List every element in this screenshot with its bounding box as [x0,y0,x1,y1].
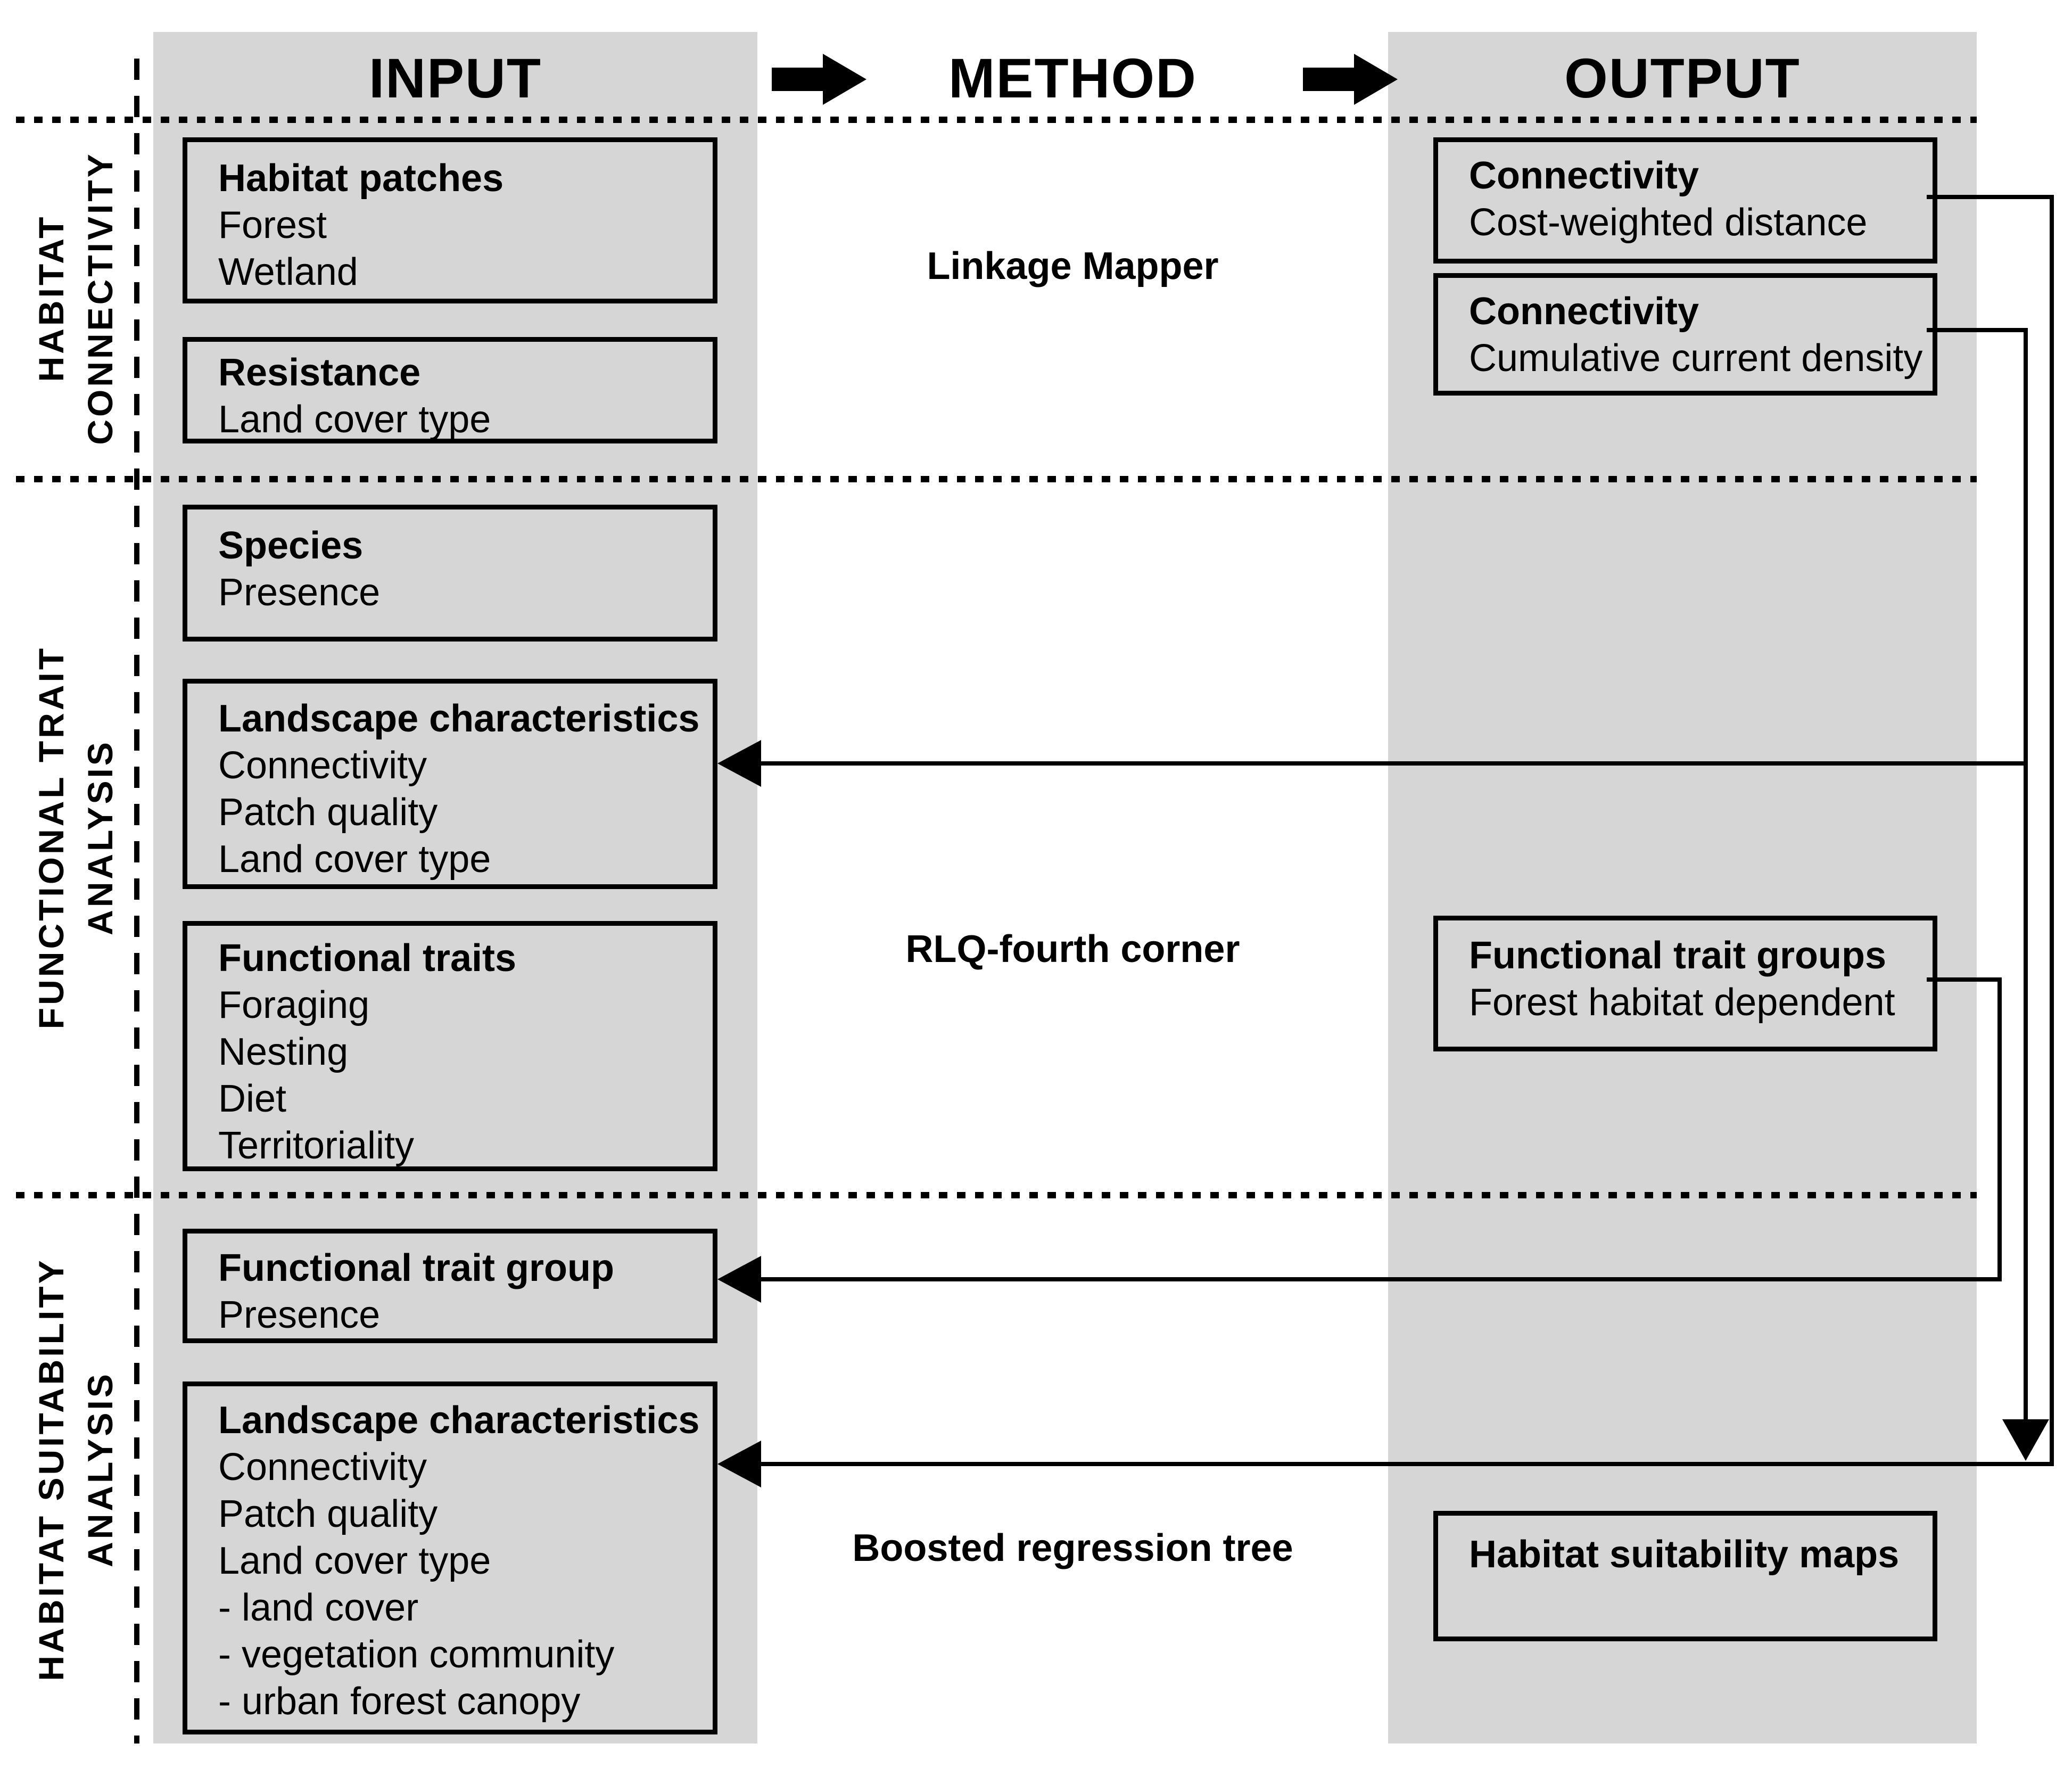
box-line: Wetland [218,251,358,293]
box-line: Cumulative current density [1469,337,1923,380]
box-line: Connectivity [218,744,427,787]
arrow-left-icon [717,1256,761,1303]
box-habitat-patches: Habitat patches Forest Wetland [183,137,717,303]
column-header-output: OUTPUT [1564,47,1801,110]
box-species: Species Presence [183,505,717,642]
section-label-line: ANALYSIS [80,739,120,935]
box-line: Land cover type [218,1540,491,1582]
box-line: Nesting [218,1031,349,1073]
box-title: Functional trait groups [1469,934,1886,977]
box-title: Species [218,524,364,567]
box-title: Functional trait group [218,1247,614,1289]
box-line: Patch quality [218,791,438,834]
box-line: Presence [218,571,381,614]
arrow-left-icon [717,1441,761,1487]
connector-to-landscape-fta [745,761,2028,766]
box-habitat-suitability-maps: Habitat suitability maps [1433,1511,1937,1641]
box-title: Functional traits [218,937,517,980]
box-line: Land cover type [218,398,491,441]
method-boosted-regression-tree: Boosted regression tree [852,1527,1293,1569]
box-title: Resistance [218,351,421,394]
box-functional-traits: Functional traits Foraging Nesting Diet … [183,921,717,1171]
output-column-band [1388,32,1977,1744]
box-line: Presence [218,1294,381,1336]
connector-ftg-exit [1927,977,2002,982]
column-header-input: INPUT [369,47,542,110]
box-line: Cost-weighted distance [1469,201,1868,244]
box-line: - vegetation community [218,1633,615,1676]
box-landscape-characteristics-hsa: Landscape characteristics Connectivity P… [183,1381,717,1734]
arrow-head [823,54,866,105]
section-divider-bottom [16,1192,1977,1198]
box-line: Forest habitat dependent [1469,981,1895,1024]
connector-ftg-vertical [1997,977,2002,1281]
box-line: Connectivity [218,1446,427,1489]
box-title: Habitat suitability maps [1469,1533,1900,1576]
box-connectivity-cumulative-current: Connectivity Cumulative current density [1433,273,1937,396]
arrow-head [1354,54,1398,105]
box-landscape-characteristics-fta: Landscape characteristics Connectivity P… [183,679,717,889]
column-header-method: METHOD [948,47,1197,110]
connector-to-ft-group [745,1277,2002,1281]
box-functional-trait-group-presence: Functional trait group Presence [183,1229,717,1343]
box-line: Forest [218,204,327,246]
connector-to-landscape-hsa [745,1462,2054,1466]
section-label-line: FUNCTIONAL TRAIT [31,645,71,1030]
arrow-tail [772,68,823,91]
box-line: Land cover type [218,838,491,881]
arrow-left-icon [717,740,761,787]
connector-ccd-exit [1927,328,2028,332]
connector-ccd-vertical [2024,328,2028,1420]
arrow-tail [1303,68,1354,91]
section-divider-middle [16,476,1977,482]
section-label-line: HABITAT SUITABILITY [31,1257,71,1681]
box-title: Landscape characteristics [218,1399,700,1442]
section-label-line: HABITAT [31,214,71,382]
arrow-down-icon [2002,1419,2049,1461]
box-line: Diet [218,1078,287,1120]
box-line: Patch quality [218,1493,438,1535]
box-line: - land cover [218,1586,419,1629]
connector-cwd-vertical [2050,195,2054,1466]
box-connectivity-cost-weighted: Connectivity Cost-weighted distance [1433,137,1937,264]
method-rlq-fourth-corner: RLQ-fourth corner [905,928,1240,971]
vertical-dashed-divider [134,59,139,1744]
connector-cwd-exit [1927,195,2054,199]
box-title: Connectivity [1469,290,1699,333]
flow-arrow-right-icon [1303,54,1398,105]
box-title: Habitat patches [218,157,504,200]
method-linkage-mapper: Linkage Mapper [927,245,1219,287]
section-label-line: CONNECTIVITY [80,151,120,445]
box-line: - urban forest canopy [218,1680,581,1723]
box-title: Landscape characteristics [218,697,700,740]
flow-arrow-right-icon [772,54,866,105]
box-title: Connectivity [1469,154,1699,197]
box-line: Foraging [218,984,370,1026]
box-resistance: Resistance Land cover type [183,337,717,443]
section-divider-top [16,117,1977,123]
box-line: Territoriality [218,1124,415,1167]
section-label-line: ANALYSIS [80,1371,120,1567]
box-functional-trait-groups: Functional trait groups Forest habitat d… [1433,916,1937,1051]
